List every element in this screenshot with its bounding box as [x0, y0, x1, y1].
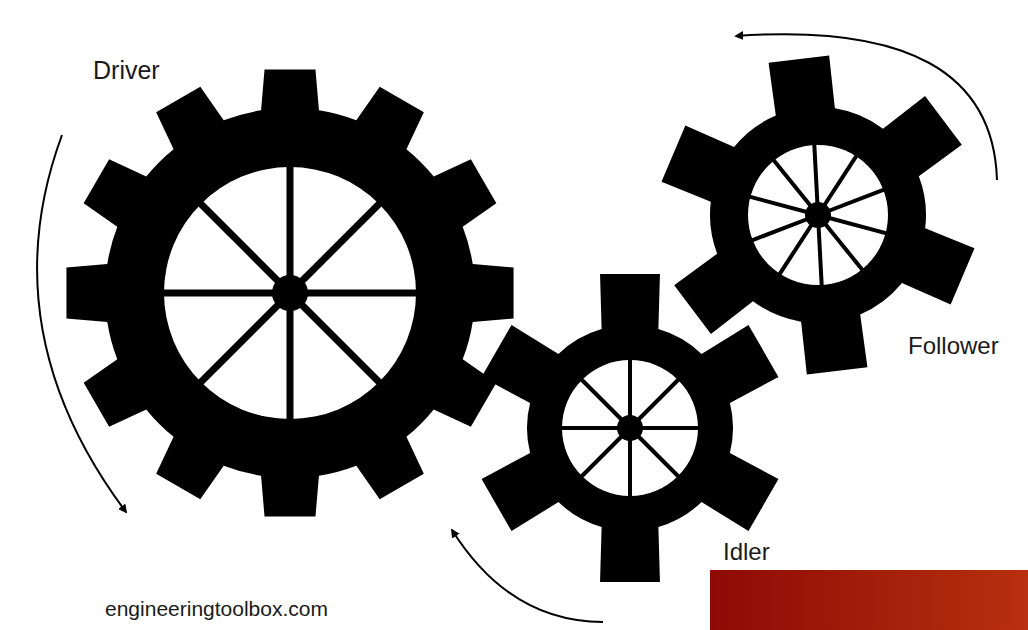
gear-hub	[617, 415, 643, 441]
gear-body	[662, 55, 975, 374]
watermark: engineeringtoolbox.com	[105, 597, 328, 621]
gear-spoke	[290, 290, 418, 297]
rotation-arrow	[37, 135, 126, 512]
gear-spoke	[199, 202, 290, 293]
gear	[66, 69, 513, 516]
gear-spoke	[287, 165, 294, 293]
gear-spoke	[287, 293, 294, 421]
gear	[662, 55, 975, 374]
gear-body	[482, 274, 779, 582]
gear-spoke	[290, 202, 381, 293]
gear-label: Follower	[908, 332, 999, 360]
rotation-arrow	[452, 530, 603, 622]
gear-hole	[748, 145, 888, 285]
red-band	[710, 570, 1028, 630]
gear-spoke	[199, 293, 290, 384]
gear-body	[66, 69, 513, 516]
gear-label: Driver	[93, 56, 160, 85]
gear-group	[66, 55, 974, 582]
gear-hub	[272, 275, 308, 311]
gear-spoke	[290, 293, 381, 384]
gear	[482, 274, 779, 582]
rotation-arrow	[736, 34, 997, 180]
gear-label: Idler	[723, 538, 770, 566]
gear-hub	[805, 202, 831, 228]
gear-spoke	[162, 290, 290, 297]
